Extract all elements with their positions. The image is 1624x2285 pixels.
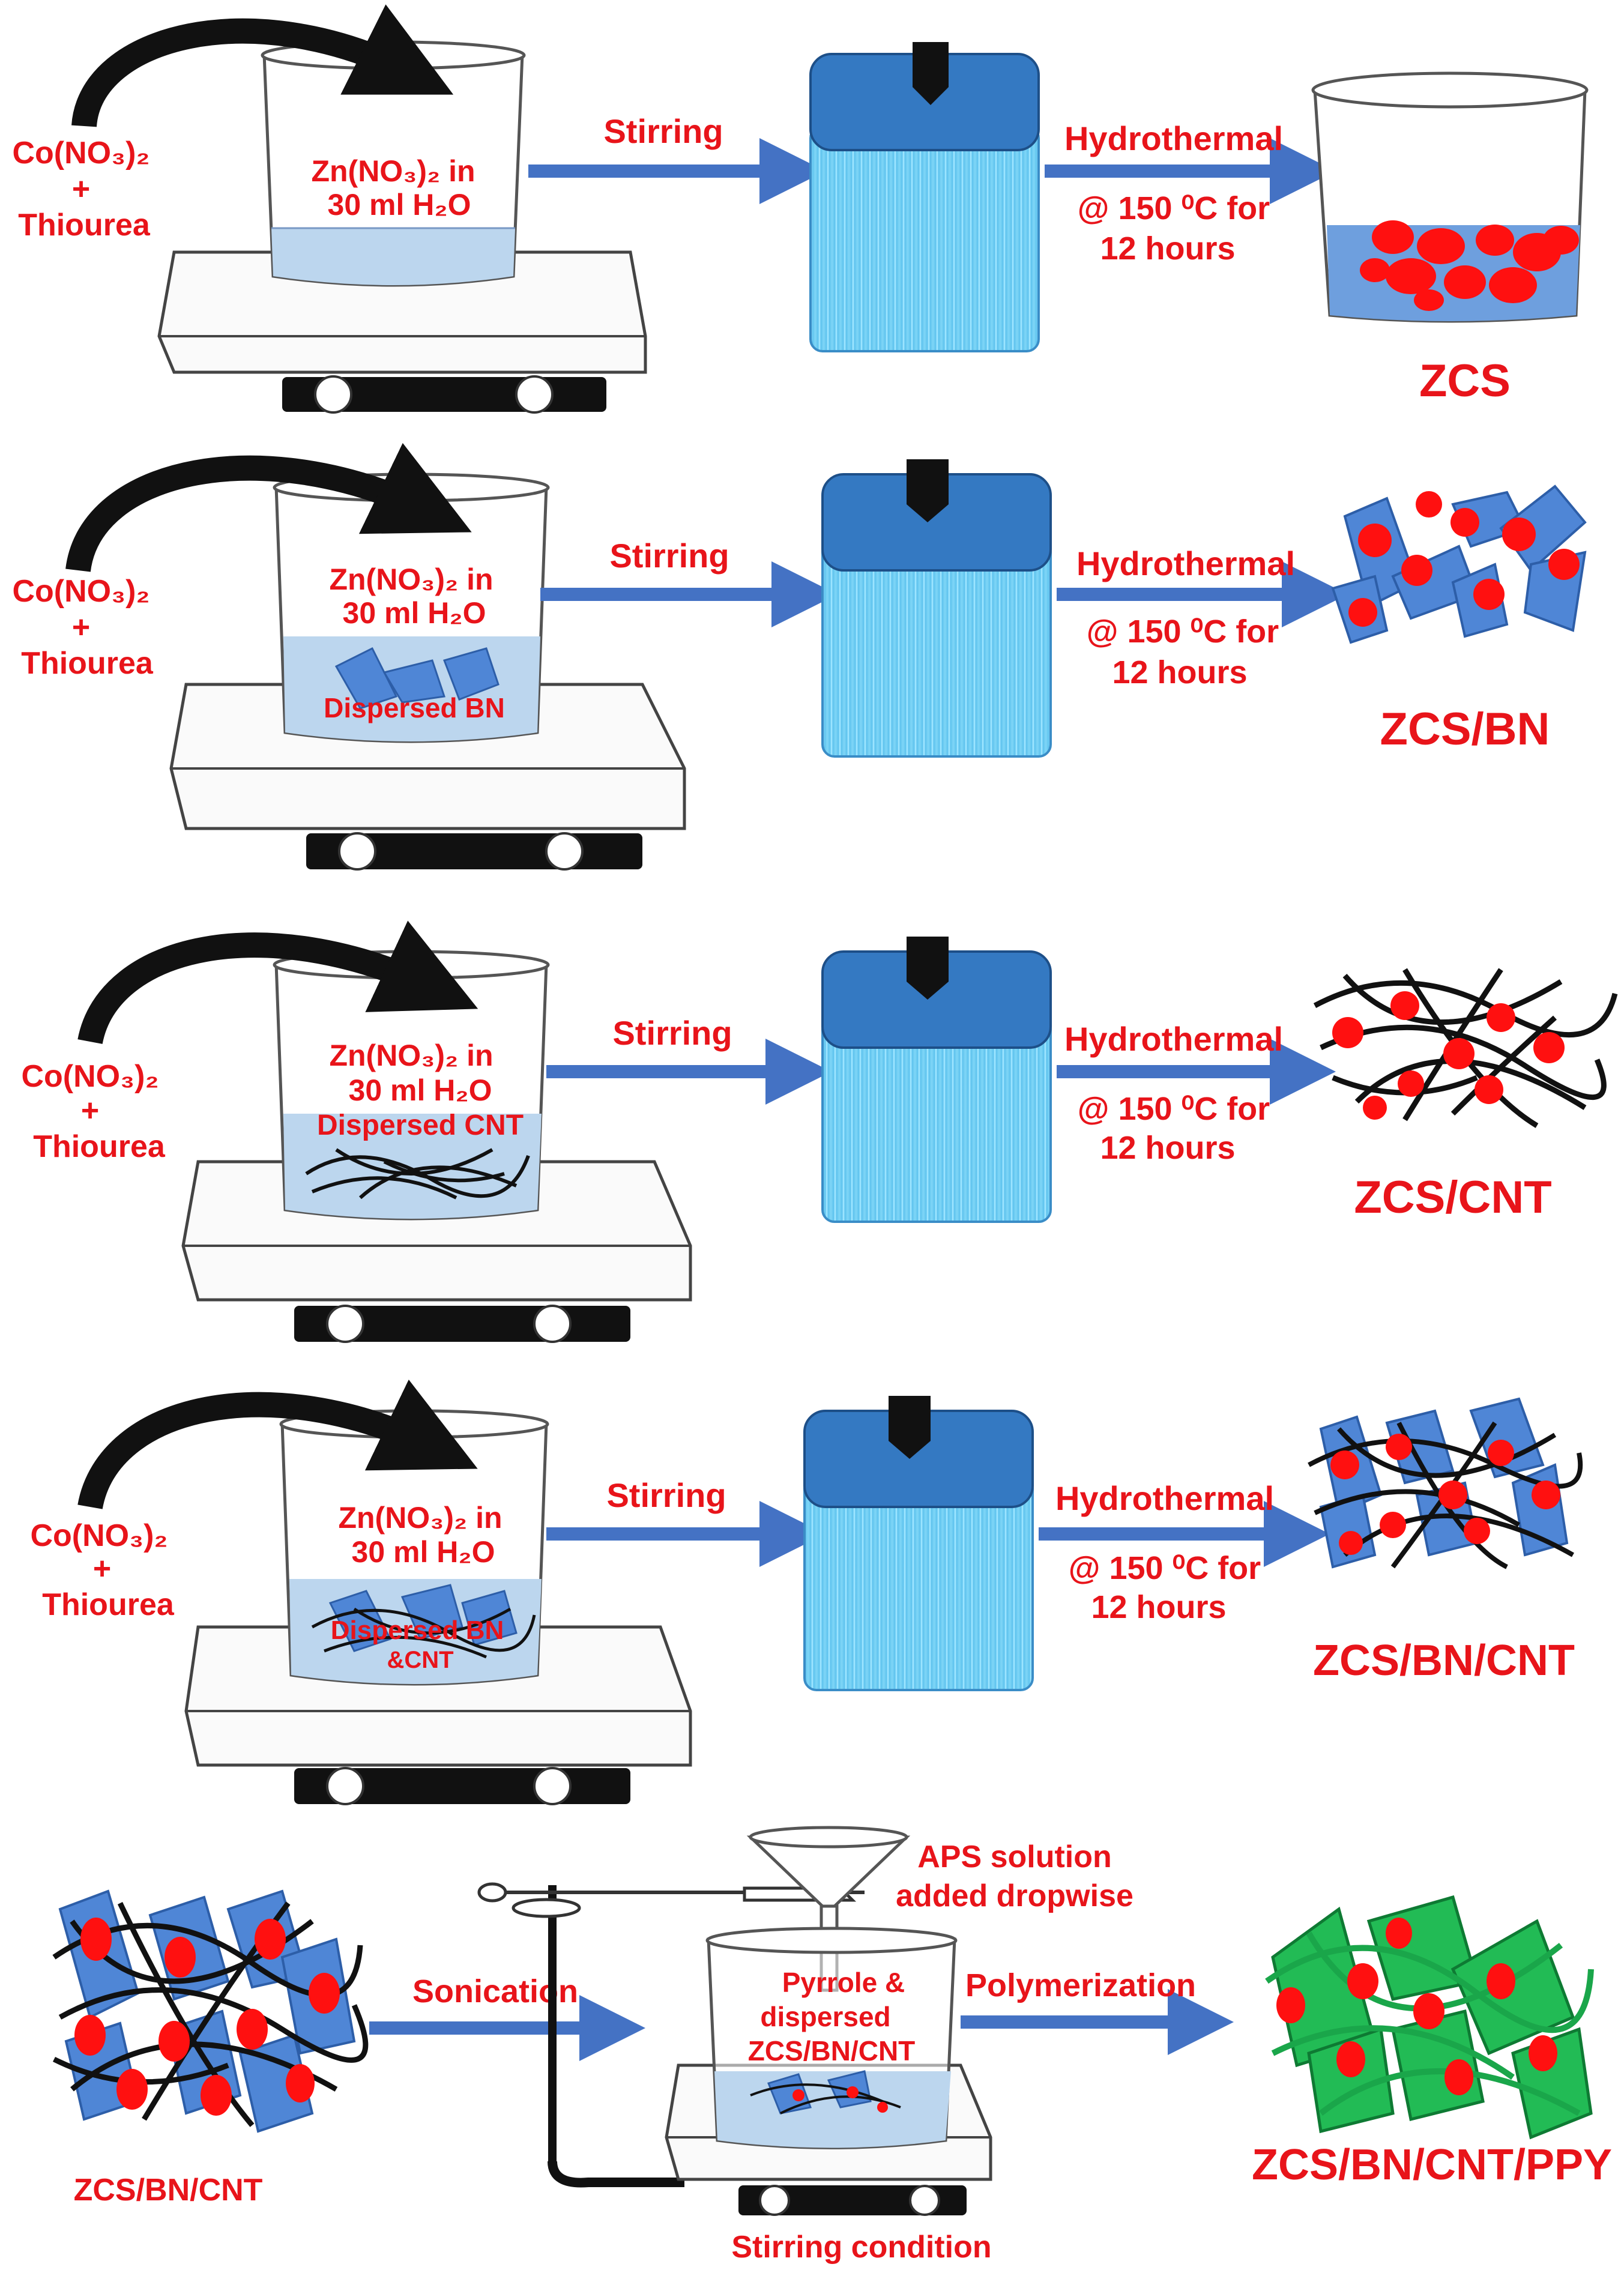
reagent-2: Thiourea (18, 208, 151, 243)
product-cnt-zcs (1313, 968, 1618, 1128)
autoclave (809, 42, 1040, 352)
bn-sheets (334, 647, 500, 710)
reagent-2: Thiourea (21, 646, 154, 681)
knob-icon (515, 375, 554, 414)
knob-icon (759, 2185, 790, 2216)
reagent-plus: + (93, 1551, 111, 1586)
beaker-text-3: Dispersed CNT (317, 1109, 524, 1141)
product-label: ZCS/BN (1380, 704, 1550, 755)
knob-icon (314, 375, 352, 414)
retort-stand (477, 1882, 865, 2188)
addition-arrow-icon (77, 1379, 478, 1510)
reagent-1: Co(NO₃)₂ (30, 1518, 168, 1553)
input-composite (52, 1889, 369, 2133)
beaker-text-2: 30 ml H₂O (343, 596, 486, 630)
reagent-1: Co(NO₃)₂ (12, 574, 149, 609)
product-bn-cnt-zcs (1308, 1397, 1583, 1569)
step-2-label: Hydrothermal (1064, 119, 1283, 157)
condition-2: 12 hours (1112, 654, 1247, 690)
reagent-plus: + (81, 1093, 99, 1128)
reaction-beaker (705, 1927, 958, 2149)
step-1-label: Stirring (609, 537, 729, 575)
condition-1: @ 150 ⁰C for (1069, 1550, 1261, 1586)
addition-arrow-icon (71, 4, 454, 128)
beaker-text-3: ZCS/BN/CNT (748, 2035, 916, 2066)
knob-icon (338, 832, 376, 871)
beaker-text-2: dispersed (760, 2001, 890, 2032)
product-particles (1360, 220, 1579, 311)
row-2: Co(NO₃)₂ + Thiourea Zn(NO₃)₂ in 30 ml H₂… (12, 442, 1587, 871)
input-label: ZCS/BN/CNT (74, 2173, 263, 2208)
product-label: ZCS/CNT (1354, 1172, 1551, 1223)
autoclave (803, 1396, 1034, 1691)
product-label: ZCS (1419, 355, 1511, 406)
beaker-text-1: Zn(NO₃)₂ in (329, 563, 493, 596)
condition-2: 12 hours (1100, 1130, 1235, 1166)
condition-label: Stirring condition (731, 2230, 991, 2265)
reagent-plus: + (72, 610, 90, 645)
product-beaker (1311, 71, 1589, 323)
step-2-label: Hydrothermal (1064, 1020, 1283, 1058)
row-1: Co(NO₃)₂ + Thiourea Zn(NO₃)₂ in 30 ml H₂… (12, 4, 1589, 414)
knob-icon (533, 1767, 572, 1805)
condition-1: @ 150 ⁰C for (1078, 1091, 1270, 1127)
reagent-plus: + (72, 172, 90, 207)
condition-1: @ 150 ⁰C for (1078, 190, 1270, 226)
funnel-text-2: added dropwise (896, 1879, 1133, 1913)
addition-arrow-icon (77, 920, 478, 1045)
beaker-text-1: Zn(NO₃)₂ in (338, 1501, 502, 1535)
beaker-text-3: Dispersed BN (331, 1616, 504, 1645)
step-1-label: Stirring (603, 112, 723, 150)
beaker-text-1: Zn(NO₃)₂ in (329, 1039, 493, 1072)
autoclave (821, 937, 1052, 1223)
reagent-2: Thiourea (33, 1129, 166, 1164)
beaker-text-2: 30 ml H₂O (352, 1535, 495, 1569)
final-row: ZCS/BN/CNT Sonication APS solution added… (52, 1826, 1612, 2265)
beaker-text-4: &CNT (387, 1647, 453, 1673)
knob-icon (533, 1305, 572, 1343)
knob-icon (326, 1305, 364, 1343)
beaker-text-1: Pyrrole & (782, 1967, 905, 1998)
product-label: ZCS/BN/CNT (1313, 1637, 1575, 1685)
row-3: Co(NO₃)₂ + Thiourea Zn(NO₃)₂ in 30 ml H₂… (21, 920, 1618, 1343)
reagent-1: Co(NO₃)₂ (12, 136, 149, 171)
row-4: Co(NO₃)₂ + Thiourea Zn(NO₃)₂ in 30 ml H₂… (30, 1379, 1583, 1805)
condition-2: 12 hours (1091, 1589, 1226, 1625)
product-ppy-composite (1265, 1895, 1594, 2140)
product-bn-zcs (1331, 484, 1587, 644)
step-2-label: Hydrothermal (1076, 545, 1295, 582)
funnel-text-1: APS solution (917, 1840, 1112, 1874)
beaker-text-3: Dispersed BN (324, 692, 505, 723)
beaker-text-1: Zn(NO₃)₂ in (311, 154, 475, 188)
step-2-label: Hydrothermal (1055, 1479, 1274, 1517)
hot-plate (157, 250, 647, 414)
beaker-text-2: 30 ml H₂O (328, 188, 471, 222)
addition-arrow-icon (65, 442, 472, 573)
condition-1: @ 150 ⁰C for (1087, 614, 1279, 650)
autoclave (821, 459, 1052, 758)
polymerization-label: Polymerization (965, 1967, 1196, 2003)
knob-icon (909, 2185, 940, 2216)
reagent-2: Thiourea (42, 1587, 175, 1622)
reagent-1: Co(NO₃)₂ (21, 1059, 158, 1094)
step-1-label: Stirring (612, 1014, 732, 1052)
bn-cnt-mix (311, 1584, 536, 1659)
cnt-fibers (305, 1148, 530, 1200)
beaker-text-2: 30 ml H₂O (349, 1073, 492, 1107)
knob-icon (545, 832, 584, 871)
step-1-label: Stirring (606, 1476, 726, 1514)
final-product-label: ZCS/BN/CNT/PPY (1252, 2141, 1612, 2189)
beaker (261, 40, 526, 287)
condition-2: 12 hours (1100, 231, 1235, 267)
knob-icon (326, 1767, 364, 1805)
